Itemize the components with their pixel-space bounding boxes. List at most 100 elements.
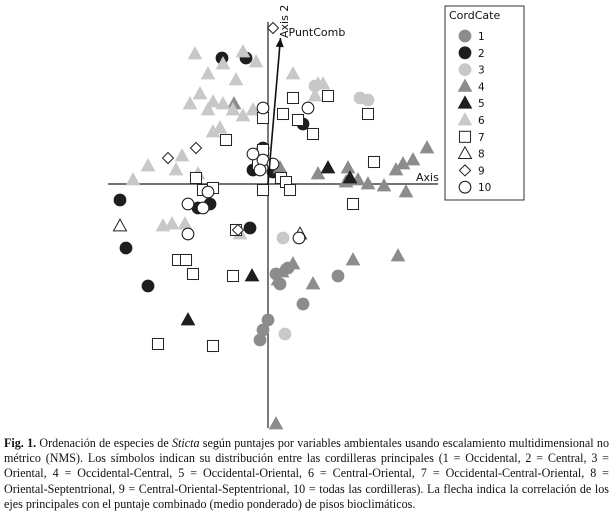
legend-title: CordCate <box>449 9 500 22</box>
data-point-cat-10 <box>253 163 267 177</box>
data-point-cat-10 <box>301 101 315 115</box>
legend-marker-8 <box>457 145 473 159</box>
puntcomb-arrow-label: PuntComb <box>289 26 346 39</box>
legend-marker-10 <box>458 180 472 194</box>
data-point-cat-4 <box>390 248 406 262</box>
data-point-cat-5 <box>180 312 196 326</box>
data-point-cat-7 <box>186 267 200 281</box>
legend-label-8: 8 <box>478 149 485 161</box>
data-point-cat-7 <box>179 253 193 267</box>
data-point-cat-7 <box>151 337 165 351</box>
data-point-cat-4 <box>376 178 392 192</box>
puntcomb-arrow <box>267 37 282 185</box>
data-point-cat-1 <box>253 333 267 347</box>
legend-marker-1 <box>458 29 472 43</box>
data-point-cat-7 <box>226 269 240 283</box>
caption-text-before: Ordenación de especies de <box>39 436 169 450</box>
legend-label-10: 10 <box>478 182 491 194</box>
data-point-cat-6 <box>155 218 171 232</box>
data-point-cat-9 <box>189 141 203 155</box>
data-point-cat-6 <box>182 96 198 110</box>
caption-genus: Sticta <box>171 436 200 450</box>
data-point-cat-4 <box>395 156 411 170</box>
legend-marker-7 <box>458 130 472 143</box>
data-point-cat-6 <box>228 72 244 86</box>
data-point-cat-6 <box>125 172 141 186</box>
data-point-cat-4 <box>285 256 301 270</box>
data-point-cat-7 <box>321 89 335 103</box>
data-point-cat-6 <box>315 76 331 90</box>
legend-marker-2 <box>458 46 472 60</box>
data-point-cat-6 <box>215 96 231 110</box>
data-point-cat-5 <box>342 170 358 184</box>
data-point-cat-6 <box>235 44 251 58</box>
data-point-cat-6 <box>307 88 323 102</box>
data-point-cat-10 <box>181 197 195 211</box>
data-point-cat-4 <box>340 160 356 174</box>
data-point-cat-10 <box>292 231 306 245</box>
data-point-cat-10 <box>181 227 195 241</box>
data-point-cat-10 <box>256 101 270 115</box>
data-point-cat-6 <box>285 66 301 80</box>
data-point-cat-6 <box>248 54 264 68</box>
data-point-cat-6 <box>200 66 216 80</box>
data-point-cat-10 <box>201 185 215 199</box>
data-point-cat-5 <box>320 160 336 174</box>
data-point-cat-7 <box>361 107 375 121</box>
data-point-cat-4 <box>398 184 414 198</box>
data-point-cat-10 <box>246 147 260 161</box>
data-point-cat-7 <box>256 183 270 197</box>
data-point-cat-7 <box>283 183 297 197</box>
data-point-cat-4 <box>268 416 284 430</box>
data-point-cat-6 <box>215 56 231 70</box>
data-point-cat-6 <box>192 86 208 100</box>
legend-marker-9 <box>458 164 472 177</box>
data-point-cat-7 <box>276 107 290 121</box>
data-point-cat-1 <box>296 297 310 311</box>
data-point-cat-7 <box>219 133 233 147</box>
data-point-cat-4 <box>419 140 435 154</box>
data-point-cat-3 <box>361 93 375 107</box>
puntcomb-arrowhead <box>275 38 284 48</box>
data-point-cat-6 <box>212 120 228 134</box>
legend-marker-6 <box>457 112 473 126</box>
legend-label-7: 7 <box>478 132 485 144</box>
data-point-cat-9 <box>161 151 175 165</box>
data-point-cat-6 <box>225 102 241 116</box>
data-point-cat-6 <box>164 216 180 230</box>
data-point-cat-7 <box>291 113 305 127</box>
data-point-cat-3 <box>278 327 292 341</box>
legend-label-1: 1 <box>478 31 485 43</box>
data-point-cat-3 <box>276 231 290 245</box>
data-point-cat-1 <box>331 269 345 283</box>
data-point-cat-5 <box>244 268 260 282</box>
legend-label-9: 9 <box>478 165 485 177</box>
data-point-cat-7 <box>189 171 203 185</box>
data-point-cat-2 <box>141 279 155 293</box>
data-point-cat-6 <box>168 162 184 176</box>
legend-marker-5 <box>457 95 473 109</box>
data-point-cat-7 <box>286 91 300 105</box>
data-point-cat-4 <box>345 252 361 266</box>
data-point-cat-6 <box>200 102 216 116</box>
y-axis-label: Axis 2 <box>278 5 291 38</box>
data-point-cat-9 <box>266 21 280 35</box>
data-point-cat-10 <box>196 201 210 215</box>
data-point-cat-6 <box>187 46 203 60</box>
data-point-cat-8 <box>112 218 128 232</box>
data-point-cat-9 <box>231 223 245 237</box>
legend-marker-4 <box>457 78 473 92</box>
data-point-cat-2 <box>119 241 133 255</box>
data-point-cat-6 <box>177 216 193 230</box>
legend-label-5: 5 <box>478 98 485 110</box>
data-point-cat-2 <box>243 221 257 235</box>
data-point-cat-7 <box>367 155 381 169</box>
data-point-cat-6 <box>205 124 221 138</box>
data-point-cat-4 <box>270 272 286 286</box>
data-point-cat-4 <box>305 276 321 290</box>
data-point-cat-7 <box>206 339 220 353</box>
data-point-cat-6 <box>205 94 221 108</box>
data-point-cat-7 <box>346 197 360 211</box>
